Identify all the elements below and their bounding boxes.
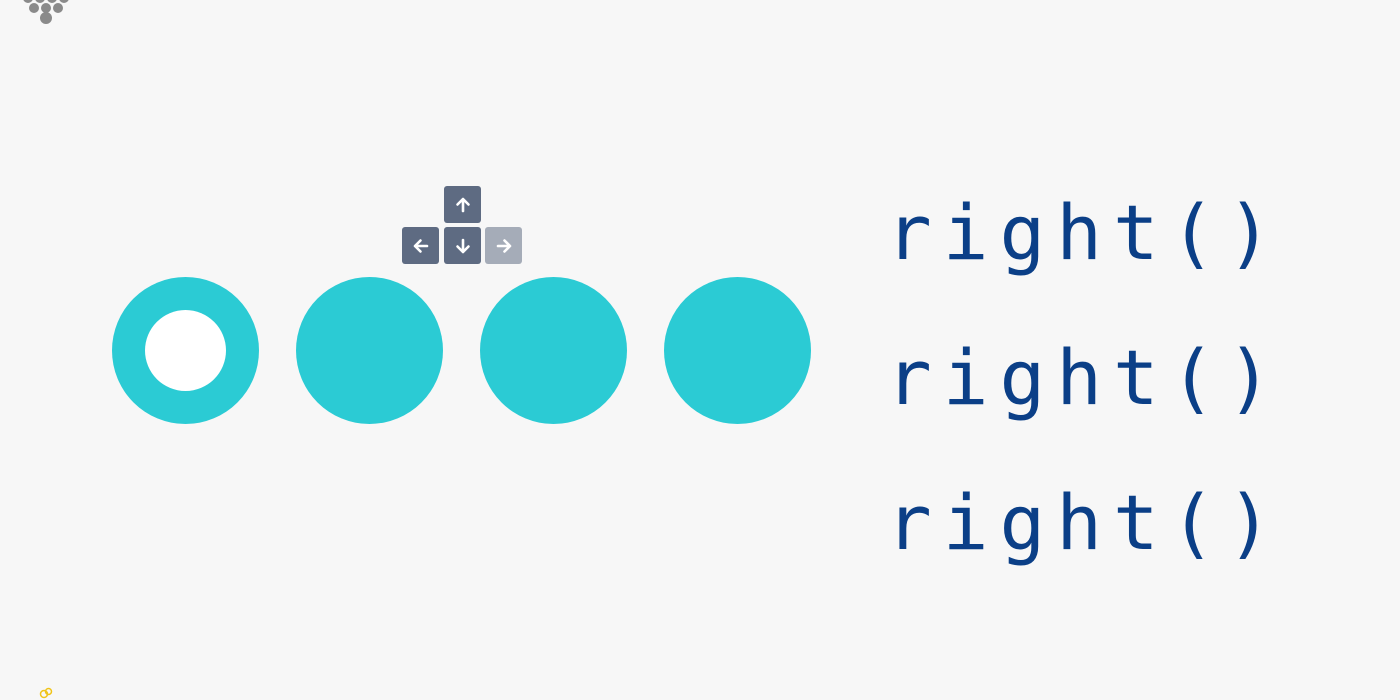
code-line: right() <box>886 333 1284 422</box>
bee-icon <box>39 687 53 699</box>
arrow-up-icon <box>455 197 470 212</box>
dot-item[interactable] <box>296 277 443 424</box>
dot-item-selected[interactable] <box>112 277 259 424</box>
dot-item[interactable] <box>480 277 627 424</box>
arrow-right-icon <box>496 238 511 253</box>
arrow-keys <box>402 186 522 266</box>
down-key[interactable] <box>444 227 481 264</box>
up-key[interactable] <box>444 186 481 223</box>
right-key[interactable] <box>485 227 522 264</box>
dot-item[interactable] <box>664 277 811 424</box>
code-block: right() right() right() <box>886 160 1386 595</box>
dot-row <box>112 277 832 427</box>
code-line: right() <box>886 188 1284 277</box>
dot-grid-icon <box>23 0 69 24</box>
code-line: right() <box>886 478 1284 567</box>
arrow-left-icon <box>413 238 428 253</box>
left-key[interactable] <box>402 227 439 264</box>
arrow-down-icon <box>455 238 470 253</box>
